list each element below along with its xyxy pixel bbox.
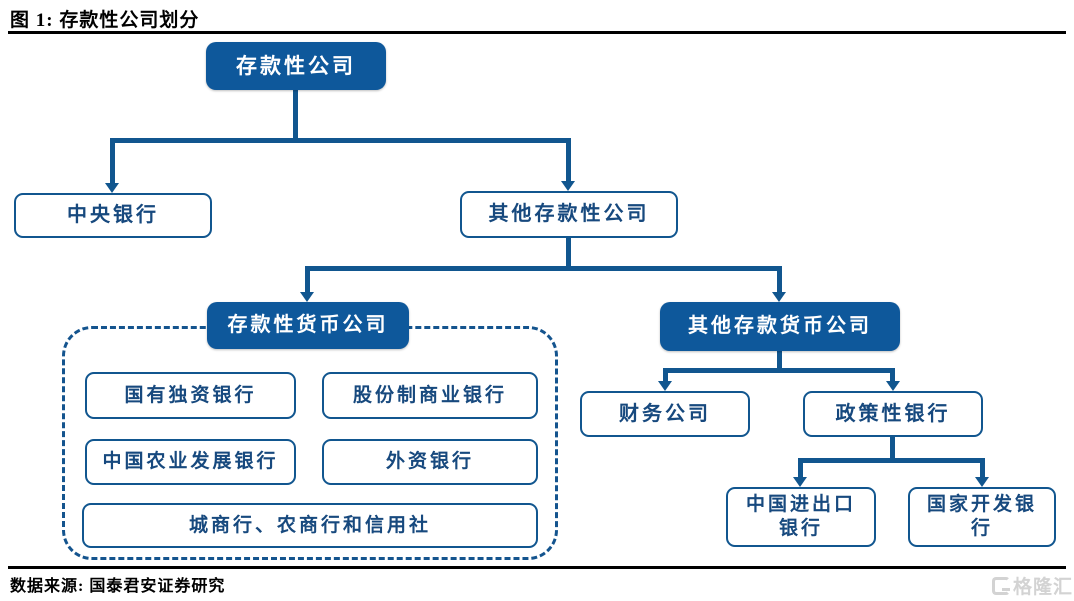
arrowhead-other-depository: [561, 181, 575, 191]
connector-to-central-bank: [110, 141, 115, 184]
node-state-owned-bank-label: 国有独资银行: [124, 384, 257, 406]
node-city-rural-credit: 城商行、农商行和信用社: [82, 503, 538, 548]
node-other-deposit-monetary-company: 其他存款货币公司: [660, 302, 900, 351]
node-central-bank-label: 中央银行: [67, 204, 159, 226]
arrowhead-depository-monetary: [300, 292, 314, 302]
node-other-depository-company: 其他存款性公司: [460, 191, 678, 238]
node-exim-bank: 中国进出口 银行: [726, 487, 876, 547]
connector-root-stem: [293, 90, 298, 140]
node-foreign-bank-label: 外资银行: [385, 451, 474, 473]
connector-to-exim-bank: [798, 461, 803, 478]
node-joint-stock-bank-label: 股份制商业银行: [352, 384, 507, 406]
connector-to-other-deposit-monetary: [777, 269, 782, 293]
arrowhead-central-bank: [105, 183, 119, 193]
node-cdb-bank: 国家开发银 行: [908, 487, 1056, 547]
node-central-bank: 中央银行: [14, 193, 212, 238]
connector-to-depository-monetary: [305, 269, 310, 293]
gelonghui-watermark: 格隆汇: [992, 572, 1073, 599]
connector-to-policy-bank: [890, 371, 895, 382]
node-foreign-bank: 外资银行: [322, 439, 538, 485]
top-rule: [8, 31, 1066, 34]
connector-to-cdb-bank: [980, 461, 985, 478]
node-depository-monetary-company: 存款性货币公司: [207, 302, 409, 349]
connector-level2-crossbar: [305, 266, 782, 271]
connector-level3-crossbar: [663, 368, 895, 373]
figure-title: 图 1: 存款性公司划分: [10, 10, 200, 31]
arrowhead-other-deposit-monetary: [772, 292, 786, 302]
connector-to-other-depository: [566, 141, 571, 182]
node-depository-company: 存款性公司: [206, 42, 386, 90]
node-other-depository-company-label: 其他存款性公司: [488, 203, 650, 225]
gelonghui-watermark-text: 格隆汇: [1013, 577, 1074, 598]
data-source-caption: 数据来源: 国泰君安证券研究: [10, 578, 226, 595]
connector-policy-bank-stem: [890, 437, 895, 460]
node-finance-company: 财务公司: [580, 391, 750, 437]
node-city-rural-credit-label: 城商行、农商行和信用社: [188, 514, 431, 536]
node-other-deposit-monetary-company-label: 其他存款货币公司: [688, 315, 872, 337]
gelonghui-logo-icon: [992, 576, 1010, 595]
node-cdb-bank-label: 国家开发银 行: [926, 494, 1037, 539]
arrowhead-finance-company: [658, 381, 672, 391]
connector-level1-crossbar: [110, 138, 571, 143]
arrowhead-exim-bank: [793, 477, 807, 487]
node-state-owned-bank: 国有独资银行: [85, 372, 296, 419]
connector-level4-crossbar: [798, 458, 985, 463]
bottom-rule: [8, 566, 1066, 569]
node-agri-dev-bank-label: 中国农业发展银行: [102, 451, 279, 473]
arrowhead-policy-bank: [886, 381, 900, 391]
connector-to-finance-company: [663, 371, 668, 382]
connector-other-deposit-monetary-stem: [777, 351, 782, 370]
node-joint-stock-bank: 股份制商业银行: [322, 372, 538, 419]
node-policy-bank: 政策性银行: [803, 391, 983, 437]
node-finance-company-label: 财务公司: [619, 402, 711, 425]
connector-other-depository-stem: [566, 238, 571, 268]
node-depository-monetary-company-label: 存款性货币公司: [227, 314, 389, 336]
arrowhead-cdb-bank: [975, 477, 989, 487]
node-depository-company-label: 存款性公司: [236, 53, 356, 78]
node-exim-bank-label: 中国进出口 银行: [745, 494, 856, 539]
node-agri-dev-bank: 中国农业发展银行: [85, 439, 296, 485]
node-policy-bank-label: 政策性银行: [835, 402, 951, 425]
